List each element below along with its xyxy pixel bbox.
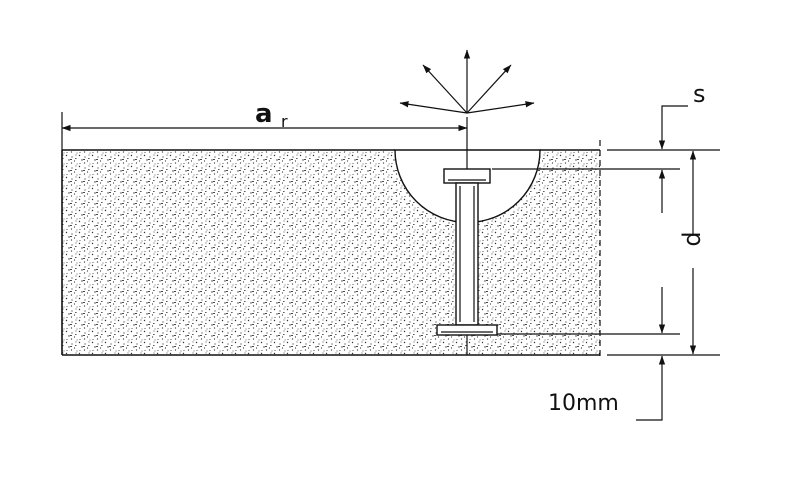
- load-arrows: [399, 49, 535, 114]
- edge-distance-label: a: [255, 99, 273, 129]
- edge-distance-dimension: a r: [61, 99, 468, 150]
- cover-dimension: s: [658, 80, 706, 213]
- bottom-cover-dimension: 10mm: [548, 355, 666, 421]
- anchor-bolt: [436, 117, 498, 355]
- cover-label: s: [693, 80, 706, 108]
- depth-label: d: [678, 231, 706, 246]
- edge-distance-subscript: r: [281, 112, 288, 131]
- depth-dimension: d: [678, 150, 708, 355]
- extension-lines: [492, 149, 720, 356]
- bottom-cover-label: 10mm: [548, 391, 619, 416]
